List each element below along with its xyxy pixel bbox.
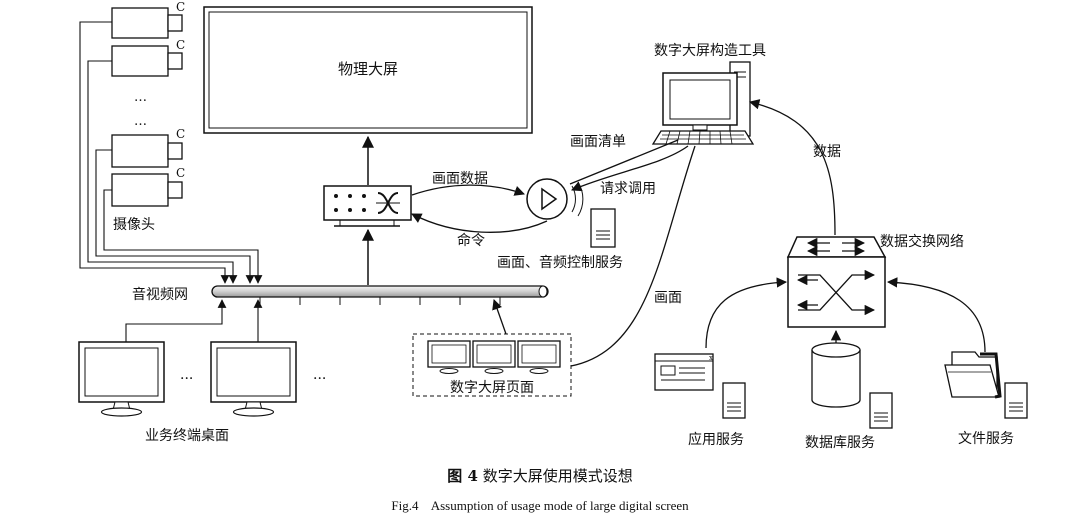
screen-list-label: 画面清单 [570,134,626,150]
av-network-label: 音视频网 [132,286,188,303]
svg-text:x: x [709,354,713,362]
line-screen-list-2 [569,139,679,185]
desktop-terminals [78,341,297,417]
file-service-icon [944,351,1028,419]
arrow-page-to-bus [492,299,507,335]
command-label: 命令 [457,232,485,249]
arrow-data [748,99,836,236]
desktop-wiring-left [125,299,227,342]
arrow-app-to-switch [705,277,788,349]
desktops-label: 业务终端桌面 [145,428,229,444]
builder-tool-label: 数字大屏构造工具 [654,43,766,59]
video-matrix-device [323,185,412,227]
figure-number: 图 4 [447,467,478,485]
arrow-screen-list [571,145,689,192]
desktop-ellipsis: ··· [313,371,326,387]
digital-screen-page [412,333,572,397]
desktop-ellipsis: ··· [180,371,193,387]
app-service-icon: x [654,353,746,419]
camera-tag: C [176,38,185,52]
camera-group [111,7,183,207]
control-service-label: 画面、音频控制服务 [497,254,623,271]
screen-data-label: 画面数据 [432,171,488,187]
digital-page-label: 数字大屏页面 [450,380,534,396]
request-call-label: 请求调用 [600,181,656,197]
file-service-label: 文件服务 [958,431,1014,447]
play-control-icon [526,178,584,220]
camera-tag: C [176,0,185,14]
database-service-icon [811,342,893,429]
camera-tag: C [176,127,185,141]
camera-tag: C [176,166,185,180]
av-network-bus [211,285,549,305]
arrow-file-to-switch [886,277,986,353]
camera-label: 摄像头 [113,217,155,233]
screen-label: 画面 [654,290,682,306]
figure-caption-cn: 图 4 数字大屏使用模式设想 [447,467,632,485]
physical-screen-label: 物理大屏 [338,60,398,78]
builder-computer-icon [651,61,755,145]
camera-wiring [79,21,263,284]
physical-screen: 物理大屏 [203,6,533,134]
arrow-command [411,213,548,233]
figure-title-cn: 数字大屏使用模式设想 [483,467,633,485]
camera-ellipsis: … [134,90,147,105]
camera-ellipsis: … [134,114,147,129]
line-screen-to-builder [570,145,696,367]
data-label: 数据 [813,144,841,160]
app-service-label: 应用服务 [688,431,744,448]
network-switch-icon [786,236,887,328]
arrow-screen-data [411,184,525,196]
figure-caption-en: Fig.4 Assumption of usage mode of large … [391,498,689,513]
control-server-icon [590,208,616,248]
data-network-label: 数据交换网络 [880,233,964,250]
db-service-label: 数据库服务 [805,435,875,451]
